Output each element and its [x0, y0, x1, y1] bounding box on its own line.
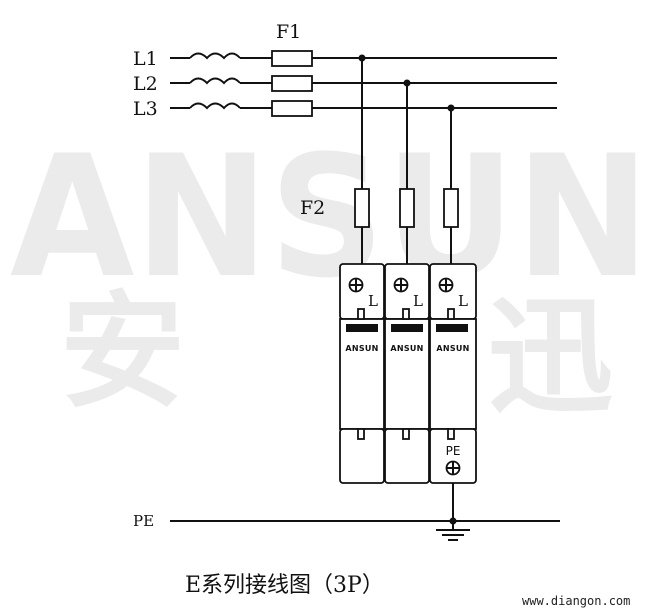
module-brand: ANSUN	[345, 344, 378, 353]
module-brand: ANSUN	[390, 344, 423, 353]
watermark-brand: ANSUN	[10, 119, 650, 315]
fuse-f2-icons	[354, 188, 459, 228]
ground-icon	[436, 483, 470, 541]
module-pe-label: PE	[446, 444, 461, 458]
spd-module-2: L ANSUN	[384, 263, 430, 484]
line-label-l2: L2	[133, 73, 158, 95]
phase-lines	[170, 57, 557, 109]
website: www.diangon.com	[522, 594, 630, 608]
inductor-icons	[189, 52, 241, 110]
watermark-char-left: 安	[60, 280, 185, 425]
diagram-title: E系列接线图（3P）	[185, 573, 384, 598]
branch-wires	[358, 54, 455, 264]
watermark: ANSUN 安 迅	[10, 119, 650, 430]
module-brand: ANSUN	[436, 344, 469, 353]
spd-module-3: L ANSUN PE	[429, 263, 477, 484]
fuse-f1-icons	[271, 50, 313, 117]
line-label-l3: L3	[133, 98, 158, 120]
line-label-l1: L1	[133, 48, 158, 70]
fuse-f2-label: F2	[300, 197, 325, 219]
terminal-label: L	[458, 292, 468, 310]
watermark-char-right: 迅	[488, 285, 613, 430]
terminal-label: L	[413, 292, 423, 310]
terminal-label: L	[368, 292, 378, 310]
fuse-f1-label: F1	[276, 21, 301, 43]
spd-module-1: L ANSUN	[339, 263, 385, 484]
pe-line-label: PE	[133, 512, 154, 530]
